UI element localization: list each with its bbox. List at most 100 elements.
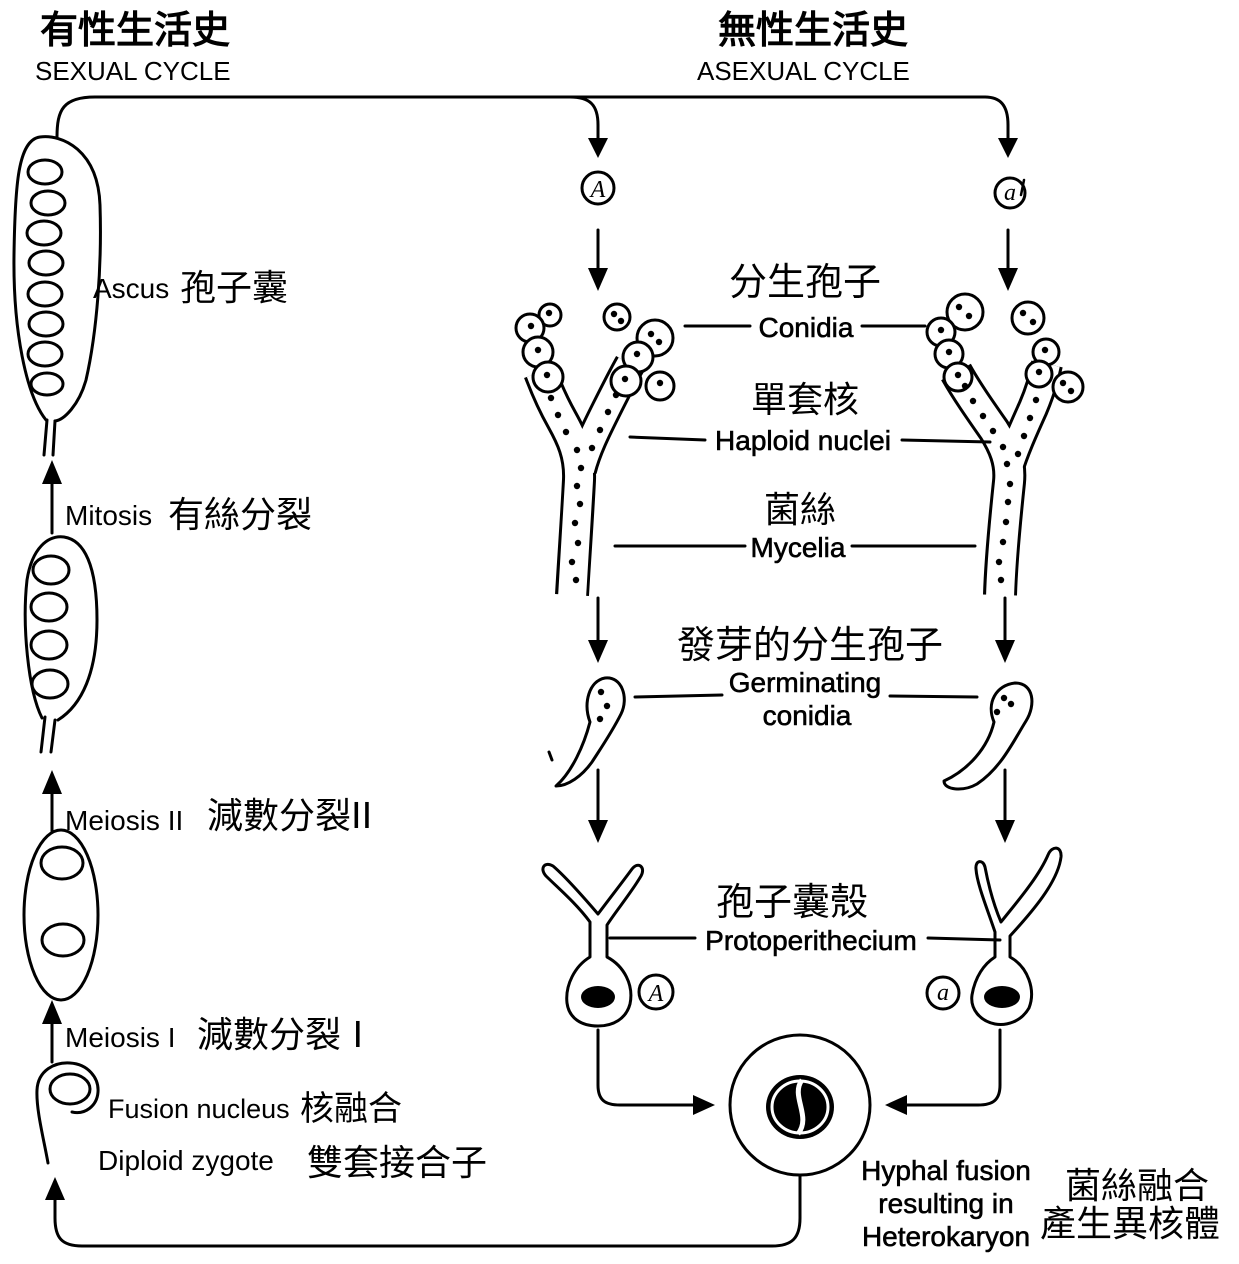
germ-tube-outline	[944, 683, 1032, 789]
ascus-stalk	[53, 421, 55, 455]
nucleus-dot	[955, 372, 961, 378]
nucleus-dot	[598, 689, 604, 695]
ascus-two-nuclei	[24, 830, 98, 1000]
ascospore	[31, 631, 67, 659]
nucleus-dot	[544, 372, 550, 378]
germ-tube-outline	[556, 678, 624, 786]
top-cycle-line	[57, 97, 1008, 140]
mitosis-label-en: Mitosis	[65, 500, 152, 531]
nucleus-dot	[1000, 539, 1006, 545]
haploid-nuclei-label-en: Haploid nuclei	[715, 425, 891, 456]
nucleus-dot	[956, 304, 962, 310]
mark	[549, 752, 552, 760]
diploid-zygote-label-zh: 雙套接合子	[307, 1143, 487, 1184]
arrow-down-head	[998, 138, 1018, 158]
arrow-down-head	[588, 640, 608, 663]
haploid-nuclei-label-zh: 單套核	[751, 380, 859, 421]
header-asexual-zh: 無性生活史	[718, 8, 908, 52]
fusion-nucleus-label-en: Fusion nucleus	[108, 1094, 290, 1124]
arrow-down-head	[588, 138, 608, 158]
nucleus-dot	[970, 398, 976, 404]
nucleus-dot	[938, 327, 944, 333]
ascospore	[28, 342, 62, 366]
protoperithecium-label-en: Protoperithecium	[705, 925, 917, 956]
nucleus-dot	[604, 703, 610, 709]
nucleus-dot	[528, 323, 534, 329]
nucleus-dot	[597, 716, 603, 722]
nucleus-dot	[597, 427, 603, 433]
mating-type-right-marker: a	[995, 178, 1025, 208]
leader-line	[928, 938, 1000, 940]
nucleus-dot	[546, 310, 552, 316]
nucleus-dot	[535, 347, 541, 353]
leader-line	[902, 440, 990, 442]
conidiophore-left	[516, 304, 674, 598]
heterokaryon-label-zh-line1: 菌絲融合	[1065, 1166, 1209, 1207]
arrow-to-protoperithecium-right	[995, 770, 1015, 843]
arrow-down-head	[588, 268, 608, 291]
mating-type-label: A	[647, 981, 664, 1007]
nucleus-dot	[622, 376, 628, 382]
ascus-label-en: Ascus	[93, 273, 169, 304]
nucleus-dot	[572, 520, 578, 526]
arrow-meiosis-2	[42, 770, 62, 831]
arrow-right-head	[693, 1095, 715, 1115]
arrow-to-germination-right	[995, 598, 1015, 663]
meiosis-1-label-zh: 減數分裂 I	[197, 1015, 363, 1056]
ascospore	[27, 221, 61, 245]
arrow-to-germination-left	[588, 598, 608, 663]
zygote-outline	[37, 1063, 98, 1163]
ascospore	[31, 373, 63, 395]
nucleus-dot	[980, 413, 986, 419]
germinating-conidium-right	[944, 683, 1032, 789]
arrow-to-fusion-left	[598, 1030, 715, 1115]
nucleus-dot	[1068, 388, 1074, 394]
nucleus-dot	[1005, 499, 1011, 505]
mating-type-label: A	[589, 177, 606, 203]
ascospore	[32, 670, 68, 698]
nucleus-dot	[990, 428, 996, 434]
mycelia-label-zh: 菌絲	[764, 490, 836, 531]
header-sexual-en: SEXUAL CYCLE	[35, 56, 231, 86]
nucleus-dot	[1033, 397, 1039, 403]
arrow-up-head	[42, 460, 62, 484]
nucleus-dot	[613, 392, 619, 398]
nucleus-dot	[577, 501, 583, 507]
nucleus-dot	[946, 349, 952, 355]
ascus-outline	[24, 830, 98, 1000]
nucleus-dot	[573, 577, 579, 583]
ascospore	[29, 251, 63, 275]
nucleus-dot	[998, 577, 1004, 583]
nucleus-dot	[1008, 701, 1014, 707]
conidium	[1053, 372, 1083, 402]
bottom-cycle-line	[55, 1176, 800, 1246]
nucleus-dot	[1007, 481, 1013, 487]
nucleus	[984, 986, 1020, 1008]
nucleus-dot	[657, 380, 663, 386]
arrow-down-head	[588, 820, 608, 843]
nucleus-dot	[634, 351, 640, 357]
ascospore	[29, 312, 63, 336]
fusion-nucleus-label-zh: 核融合	[300, 1089, 402, 1129]
conidium	[1012, 302, 1044, 334]
ascospore	[31, 593, 67, 621]
arrow-left-head	[885, 1095, 907, 1115]
nucleus-dot	[1060, 380, 1066, 386]
header-asexual-en: ASEXUAL CYCLE	[697, 56, 910, 86]
mating-type-label: a	[937, 980, 949, 1006]
diploid-zygote-label-en: Diploid zygote	[98, 1145, 274, 1176]
diploid-zygote	[37, 1063, 98, 1163]
heterokaryon-label-en-line2: resulting in	[878, 1188, 1013, 1219]
nucleus-dot	[1015, 451, 1021, 457]
nucleus-dot	[1020, 310, 1026, 316]
heterokaryon-label-en-line1: Hyphal fusion	[861, 1155, 1031, 1186]
nucleus-dot	[578, 465, 584, 471]
nucleus-dot	[555, 412, 561, 418]
nucleus-dot	[1027, 415, 1033, 421]
top-branch-line	[570, 97, 598, 140]
nucleus-dot	[574, 483, 580, 489]
mating-type-right-marker: a	[927, 977, 959, 1009]
nucleus-dot	[574, 447, 580, 453]
